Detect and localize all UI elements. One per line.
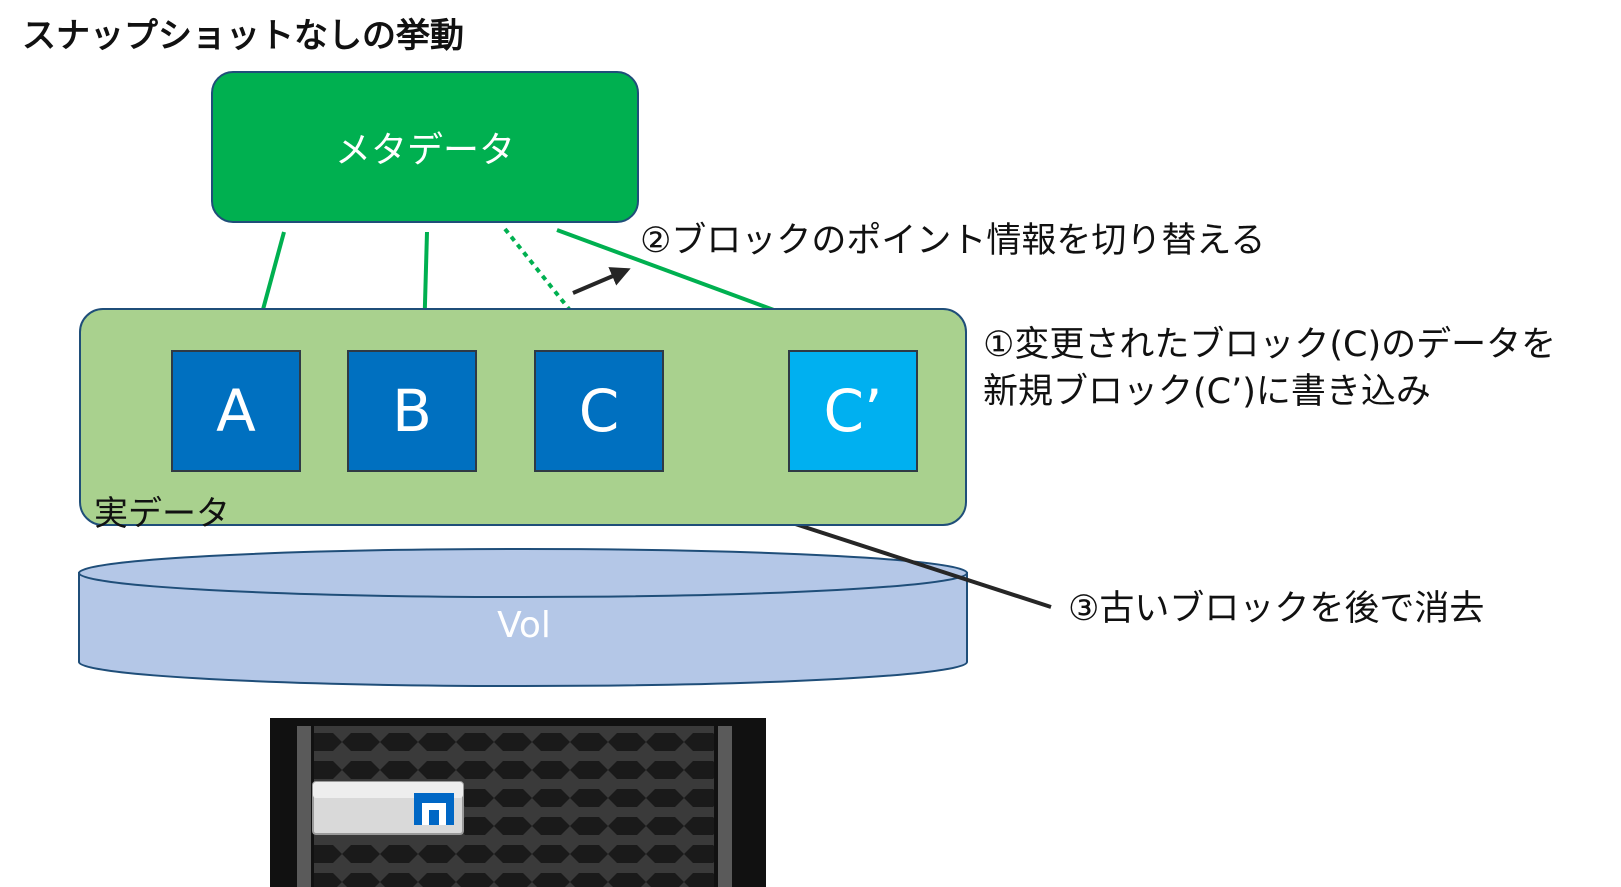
block-label: C <box>578 377 620 445</box>
metadata-box: メタデータ <box>211 71 639 223</box>
annotation-step1: ①変更されたブロック(C)のデータを 新規ブロック(C’)に書き込み <box>983 322 1556 416</box>
data-block-a: A <box>171 350 301 472</box>
storage-appliance-icon <box>270 718 766 887</box>
volume-cylinder <box>78 548 968 687</box>
page-title: スナップショットなしの挙動 <box>22 16 464 56</box>
real-data-label: 実データ <box>94 494 230 534</box>
annotation-step2: ②ブロックのポイント情報を切り替える <box>640 221 1266 261</box>
block-label: C’ <box>823 377 883 445</box>
switch-arrow <box>572 267 631 295</box>
data-block-c: C <box>534 350 664 472</box>
annotation-step1-line2: 新規ブロック(C’)に書き込み <box>983 372 1431 412</box>
annotation-step1-line1: ①変更されたブロック(C)のデータを <box>983 325 1557 365</box>
data-block-b: B <box>347 350 477 472</box>
annotation-step3: ③古いブロックを後で消去 <box>1068 589 1485 629</box>
data-block-c-prime: C’ <box>788 350 918 472</box>
volume-label: Vol <box>497 605 551 646</box>
block-label: A <box>216 377 256 445</box>
netapp-logo-icon <box>414 793 454 825</box>
block-label: B <box>392 377 432 445</box>
pointer-arrow-c-old <box>503 227 596 343</box>
metadata-label: メタデータ <box>334 130 515 171</box>
